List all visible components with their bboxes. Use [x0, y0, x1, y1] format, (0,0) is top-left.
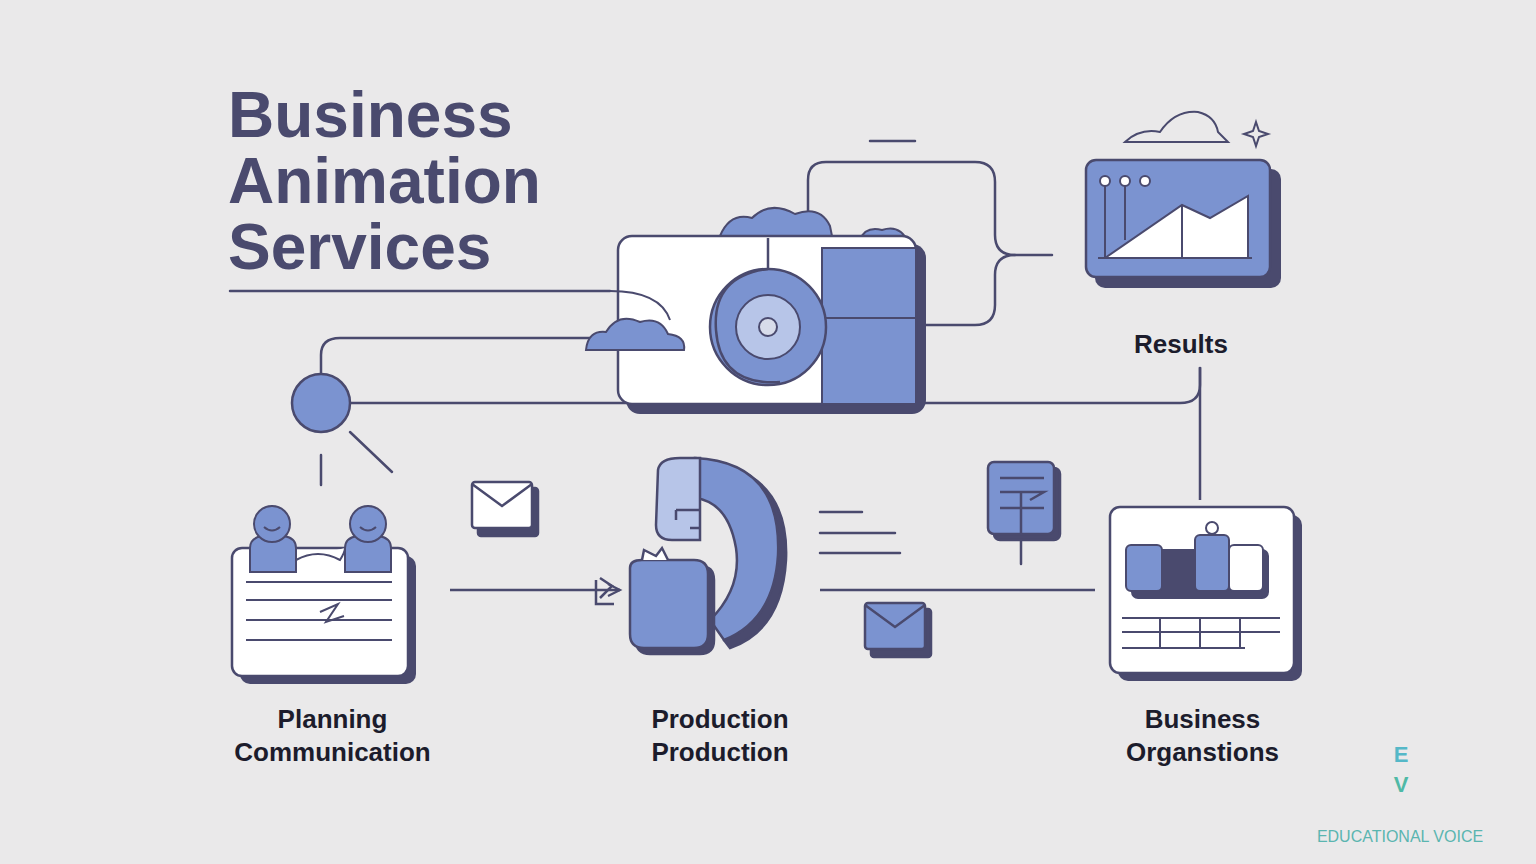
- business-box: Business Organstions: [1095, 500, 1310, 775]
- node-label: Results: [1086, 328, 1276, 361]
- node-label: Production Production: [620, 703, 820, 769]
- connector: [1199, 367, 1202, 500]
- results-panel: Results: [1086, 160, 1276, 367]
- production-icon: Production Production: [620, 455, 820, 775]
- watermark: EDUCATIONAL VOICE: [1300, 828, 1500, 846]
- logo-letter: E: [1391, 742, 1411, 768]
- node-label: Business Organstions: [1095, 703, 1310, 769]
- connector: [820, 589, 1095, 592]
- planning-box: Planning Communication: [215, 500, 450, 775]
- logo-letter: V: [1391, 772, 1411, 798]
- connector: [450, 589, 620, 592]
- diagram-title: Business Animation Services: [228, 82, 648, 280]
- node-label: Planning Communication: [215, 703, 450, 769]
